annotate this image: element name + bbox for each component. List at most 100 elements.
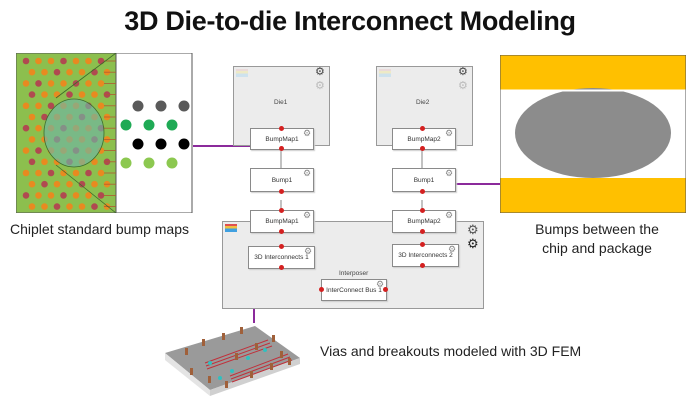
pcb-bump-dot <box>91 158 98 166</box>
pcb-bump-dot <box>35 147 42 154</box>
bump-right-gear-icon[interactable]: ⚙ <box>445 168 454 178</box>
caption-bumps-line1: Bumps between the <box>535 221 659 237</box>
via <box>272 335 275 342</box>
standard-bump-dot <box>178 138 190 150</box>
pcb-bump-dot <box>35 57 42 65</box>
bumpmap2-bottom-gear-icon[interactable]: ⚙ <box>445 210 454 220</box>
bumpmap1-top-gear-icon[interactable]: ⚙ <box>303 128 312 138</box>
interconnects2-node[interactable]: 3D Interconnects 2 <box>392 244 459 267</box>
bumpmap2-top-gear-icon[interactable]: ⚙ <box>445 128 454 138</box>
pcb-bump-dot <box>72 57 80 65</box>
pin[interactable] <box>279 208 284 213</box>
pcb-bump-dot <box>60 169 67 177</box>
pin[interactable] <box>420 126 425 131</box>
bump-right-node[interactable]: Bump1 <box>392 168 456 192</box>
pin[interactable] <box>279 146 284 151</box>
pcb-bump-dot <box>91 203 98 210</box>
via <box>250 371 253 378</box>
pin[interactable] <box>420 242 425 247</box>
pcb-bump-dot <box>28 203 36 210</box>
pin[interactable] <box>420 263 425 268</box>
pcb-bump-dot <box>22 192 30 199</box>
pcb-bump-dot <box>47 102 55 110</box>
interconnects2-gear-icon[interactable]: ⚙ <box>448 244 457 254</box>
caption-bump-maps: Chiplet standard bump maps <box>10 221 189 237</box>
pin[interactable] <box>319 287 324 292</box>
via <box>222 333 225 340</box>
pcb-bump-dot <box>47 80 55 87</box>
standard-bump-dot <box>143 157 155 169</box>
breakout-pad <box>263 348 267 352</box>
pcb-bump-dot <box>28 113 36 121</box>
pcb-bump-dot <box>78 91 86 98</box>
fem-model-graphic <box>165 326 300 396</box>
pcb-bump-dot <box>85 57 92 65</box>
via <box>185 348 188 355</box>
pcb-bump-dot <box>72 169 80 177</box>
pin[interactable] <box>420 229 425 234</box>
bump-cross-section-graphic <box>500 55 686 213</box>
via <box>255 343 258 350</box>
pcb-bump-dot <box>41 180 48 188</box>
pin[interactable] <box>279 244 284 249</box>
interconnect-bus-label: InterConnect Bus 1 <box>326 286 382 294</box>
pcb-bump-dot <box>41 158 48 166</box>
die1-settings-icon[interactable]: ⚙ <box>315 66 325 78</box>
die2-legend-icon <box>379 69 391 77</box>
pcb-bump-dot <box>66 68 73 76</box>
chip-pad <box>500 178 686 213</box>
standard-bump-dot <box>166 157 178 169</box>
bump-left-gear-icon[interactable]: ⚙ <box>303 168 312 178</box>
pin[interactable] <box>279 126 284 131</box>
pcb-bump-dot <box>47 57 55 65</box>
caption-bumps-line2: chip and package <box>542 240 652 256</box>
bumpmap1-bottom-gear-icon[interactable]: ⚙ <box>303 210 312 220</box>
standard-bump-dot <box>155 138 167 150</box>
pin[interactable] <box>279 189 284 194</box>
die2-settings-icon[interactable]: ⚙ <box>458 66 468 78</box>
standard-bump-dot <box>132 138 144 150</box>
caption-fem: Vias and breakouts modeled with 3D FEM <box>320 343 582 359</box>
die1-run-icon[interactable]: ⚙ <box>315 80 325 92</box>
pcb-bump-dot <box>91 91 98 98</box>
bump-left-label: Bump1 <box>271 176 293 184</box>
standard-bump-dot <box>120 119 132 131</box>
pin[interactable] <box>279 265 284 270</box>
interposer-settings-icon[interactable]: ⚙ <box>467 222 479 237</box>
pcb-bump-dot <box>78 180 86 188</box>
pcb-bump-dot <box>97 80 105 87</box>
die1-legend-icon <box>236 69 248 77</box>
pin[interactable] <box>420 146 425 151</box>
breakout-pad <box>208 361 212 365</box>
pin[interactable] <box>279 229 284 234</box>
via <box>240 327 243 334</box>
pin[interactable] <box>420 189 425 194</box>
pcb-bump-dot <box>85 169 92 177</box>
via <box>280 351 283 358</box>
interconnects2-label: 3D Interconnects 2 <box>398 252 453 259</box>
pcb-bump-dot <box>60 192 67 199</box>
via <box>225 381 228 388</box>
via <box>202 339 205 346</box>
pcb-bump-dot <box>85 192 92 199</box>
pcb-bump-dot <box>22 147 30 154</box>
pcb-bump-dot <box>22 102 30 110</box>
via <box>270 363 273 370</box>
package-pad <box>500 55 686 90</box>
pcb-bump-dot <box>28 68 36 76</box>
pcb-bump-dot <box>53 180 61 188</box>
pcb-bump-dot <box>28 180 36 188</box>
standard-bump-dot <box>166 119 178 131</box>
interposer-run-icon[interactable]: ⚙ <box>467 236 479 251</box>
pcb-bump-dot <box>66 180 73 188</box>
via <box>190 368 193 375</box>
pin[interactable] <box>420 208 425 213</box>
interconnects1-gear-icon[interactable]: ⚙ <box>304 246 313 256</box>
pcb-bump-dot <box>41 91 48 98</box>
bus-gear-icon[interactable]: ⚙ <box>376 279 385 289</box>
die2-run-icon[interactable]: ⚙ <box>458 80 468 92</box>
bumpmap2-top-label: BumpMap2 <box>407 135 441 143</box>
pin[interactable] <box>383 287 388 292</box>
caption-bumps: Bumps between the chip and package <box>522 220 672 258</box>
breakout-pad <box>230 369 234 373</box>
